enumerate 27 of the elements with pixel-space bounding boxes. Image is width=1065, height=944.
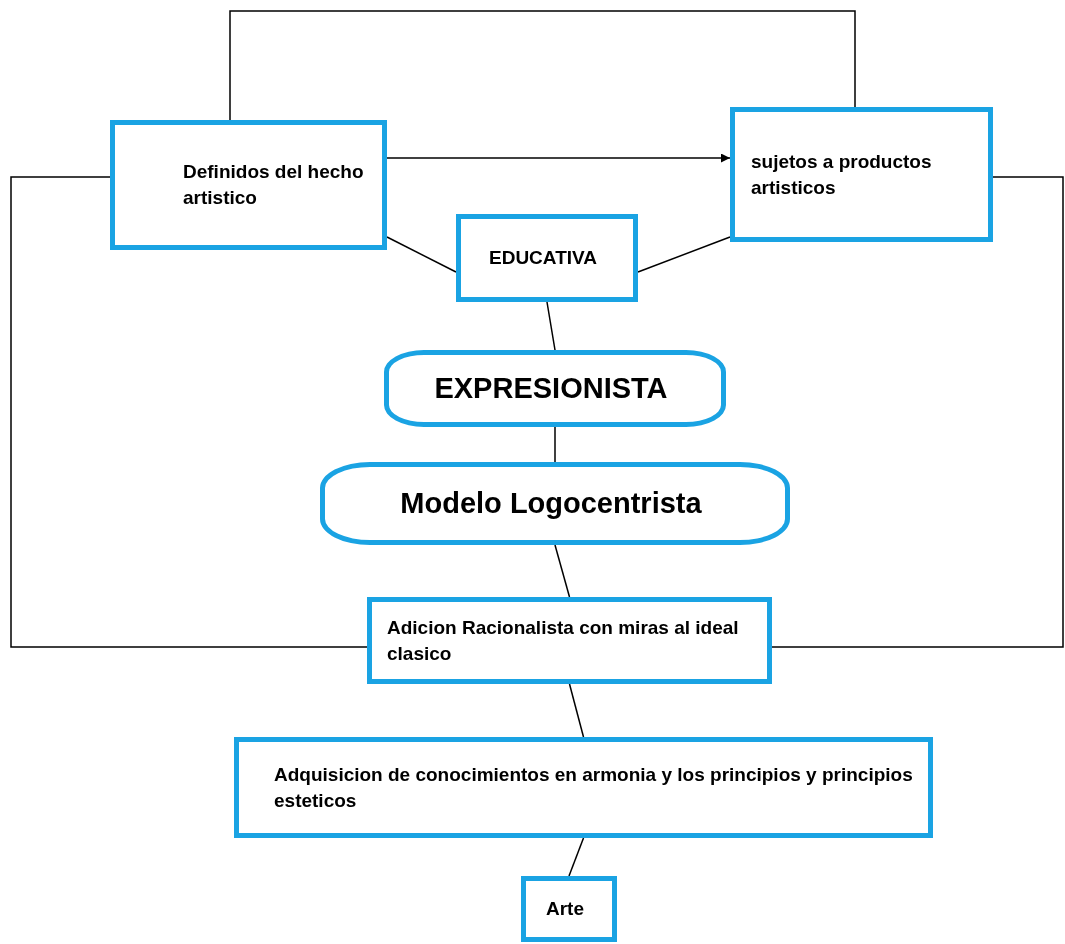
- connector-line: [10, 176, 368, 648]
- connector-line: [554, 544, 571, 598]
- node-text: Adquisicion de conocimientos en armonia y los principios y principios esteticos: [274, 762, 914, 813]
- process-box: [730, 107, 993, 242]
- connector-line: [386, 236, 457, 273]
- node-text: Adicion Racionalista con miras al ideal clasico: [387, 615, 740, 666]
- node-text: Modelo Logocentrista: [400, 485, 702, 521]
- connector-line: [637, 236, 731, 273]
- rounded-box: [384, 350, 726, 427]
- connector-line: [568, 837, 585, 877]
- node-text: EXPRESIONISTA: [434, 370, 668, 406]
- node-text: Definidos del hecho artistico: [183, 160, 365, 210]
- process-box: [521, 876, 617, 942]
- process-box: [110, 120, 387, 250]
- process-box: [234, 737, 933, 838]
- connector-line: [546, 301, 556, 351]
- node-text: EDUCATIVA: [489, 246, 597, 271]
- process-box: [367, 597, 772, 684]
- rounded-box: [320, 462, 790, 545]
- connector-line: [771, 176, 1064, 648]
- connector-line: [554, 426, 556, 463]
- connector-line: [568, 683, 585, 738]
- node-text: sujetos a productos artisticos: [751, 149, 933, 200]
- arrow: [386, 153, 731, 163]
- connector-line: [229, 10, 856, 121]
- node-text: Arte: [546, 897, 584, 922]
- process-box: [456, 214, 638, 302]
